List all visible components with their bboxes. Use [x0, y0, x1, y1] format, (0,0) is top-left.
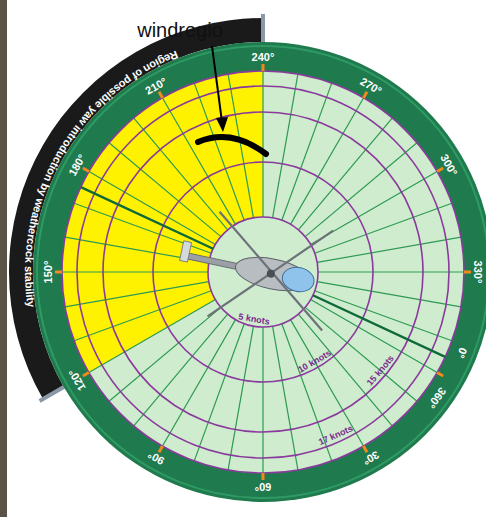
- knot-label: 10 knots: [297, 349, 334, 376]
- radial-line: [273, 74, 298, 218]
- degree-label: 90°: [145, 449, 165, 468]
- tick-mark: [159, 92, 163, 98]
- heading-line: [81, 187, 213, 249]
- degree-label: 120°: [66, 367, 88, 393]
- photo-edge: [0, 0, 7, 517]
- degree-label: 330°: [472, 261, 484, 284]
- knot-label: 5 knots: [238, 313, 271, 328]
- inner-disk: [62, 71, 464, 473]
- knot-circle: [77, 86, 449, 458]
- rotor-blade: [200, 212, 342, 331]
- tick-mark: [83, 373, 89, 377]
- knot-circle: [103, 112, 423, 432]
- degree-label: 60°: [255, 481, 272, 493]
- helicopter: [169, 201, 343, 341]
- arrowhead: [216, 117, 228, 132]
- tick-mark: [159, 446, 163, 452]
- ring-highlight: [37, 46, 486, 498]
- degree-label: 300°: [438, 152, 460, 178]
- band-end: [40, 385, 68, 401]
- knot-label: 17 knots: [318, 424, 355, 448]
- degree-label: 30°: [360, 449, 380, 468]
- rotor-blade: [208, 209, 334, 338]
- degree-label: 150°: [42, 261, 54, 284]
- knot-circle: [153, 162, 373, 382]
- tick-mark: [262, 473, 265, 480]
- wind-region-mark: [198, 137, 266, 154]
- heading-line: [313, 295, 445, 357]
- degree-label: 270°: [358, 75, 384, 97]
- degree-label: 210°: [143, 75, 169, 97]
- radial-line: [315, 203, 452, 253]
- tick-mark: [364, 446, 368, 452]
- tick-mark: [437, 168, 443, 172]
- tick-mark: [364, 92, 368, 98]
- degree-label: 240°: [252, 51, 275, 63]
- callout-arrow: [212, 46, 222, 122]
- degree-label: 0°: [455, 345, 470, 359]
- radial-line: [273, 326, 298, 470]
- radial-line: [65, 237, 209, 262]
- radial-line: [317, 237, 461, 262]
- degree-label: 180°: [66, 152, 88, 178]
- degree-label: 360°: [425, 386, 448, 412]
- center-disk: [208, 217, 318, 327]
- knot-circle: [62, 71, 464, 473]
- tick-mark: [464, 271, 471, 274]
- radial-line: [62, 271, 208, 272]
- radial-line: [317, 282, 461, 307]
- radial-line: [262, 327, 263, 473]
- radial-line: [74, 291, 211, 341]
- radial-line: [65, 282, 209, 307]
- radial-line: [318, 271, 464, 272]
- tick-mark: [55, 271, 62, 274]
- radial-line: [228, 326, 253, 470]
- band-text: Region of possible yaw introduction by w…: [23, 49, 180, 309]
- band-end: [261, 14, 265, 46]
- cockpit: [280, 264, 316, 294]
- callout-label: windregio: [137, 19, 223, 41]
- tick-mark: [83, 168, 89, 172]
- tick-mark: [437, 373, 443, 377]
- rotor-hub: [266, 269, 275, 278]
- tick-mark: [262, 64, 265, 71]
- knot-label: 15 knots: [365, 354, 396, 388]
- radial-line: [262, 71, 263, 217]
- band-text: Region of possible yaw introduction by w…: [23, 49, 180, 309]
- tail-rotor: [180, 241, 192, 262]
